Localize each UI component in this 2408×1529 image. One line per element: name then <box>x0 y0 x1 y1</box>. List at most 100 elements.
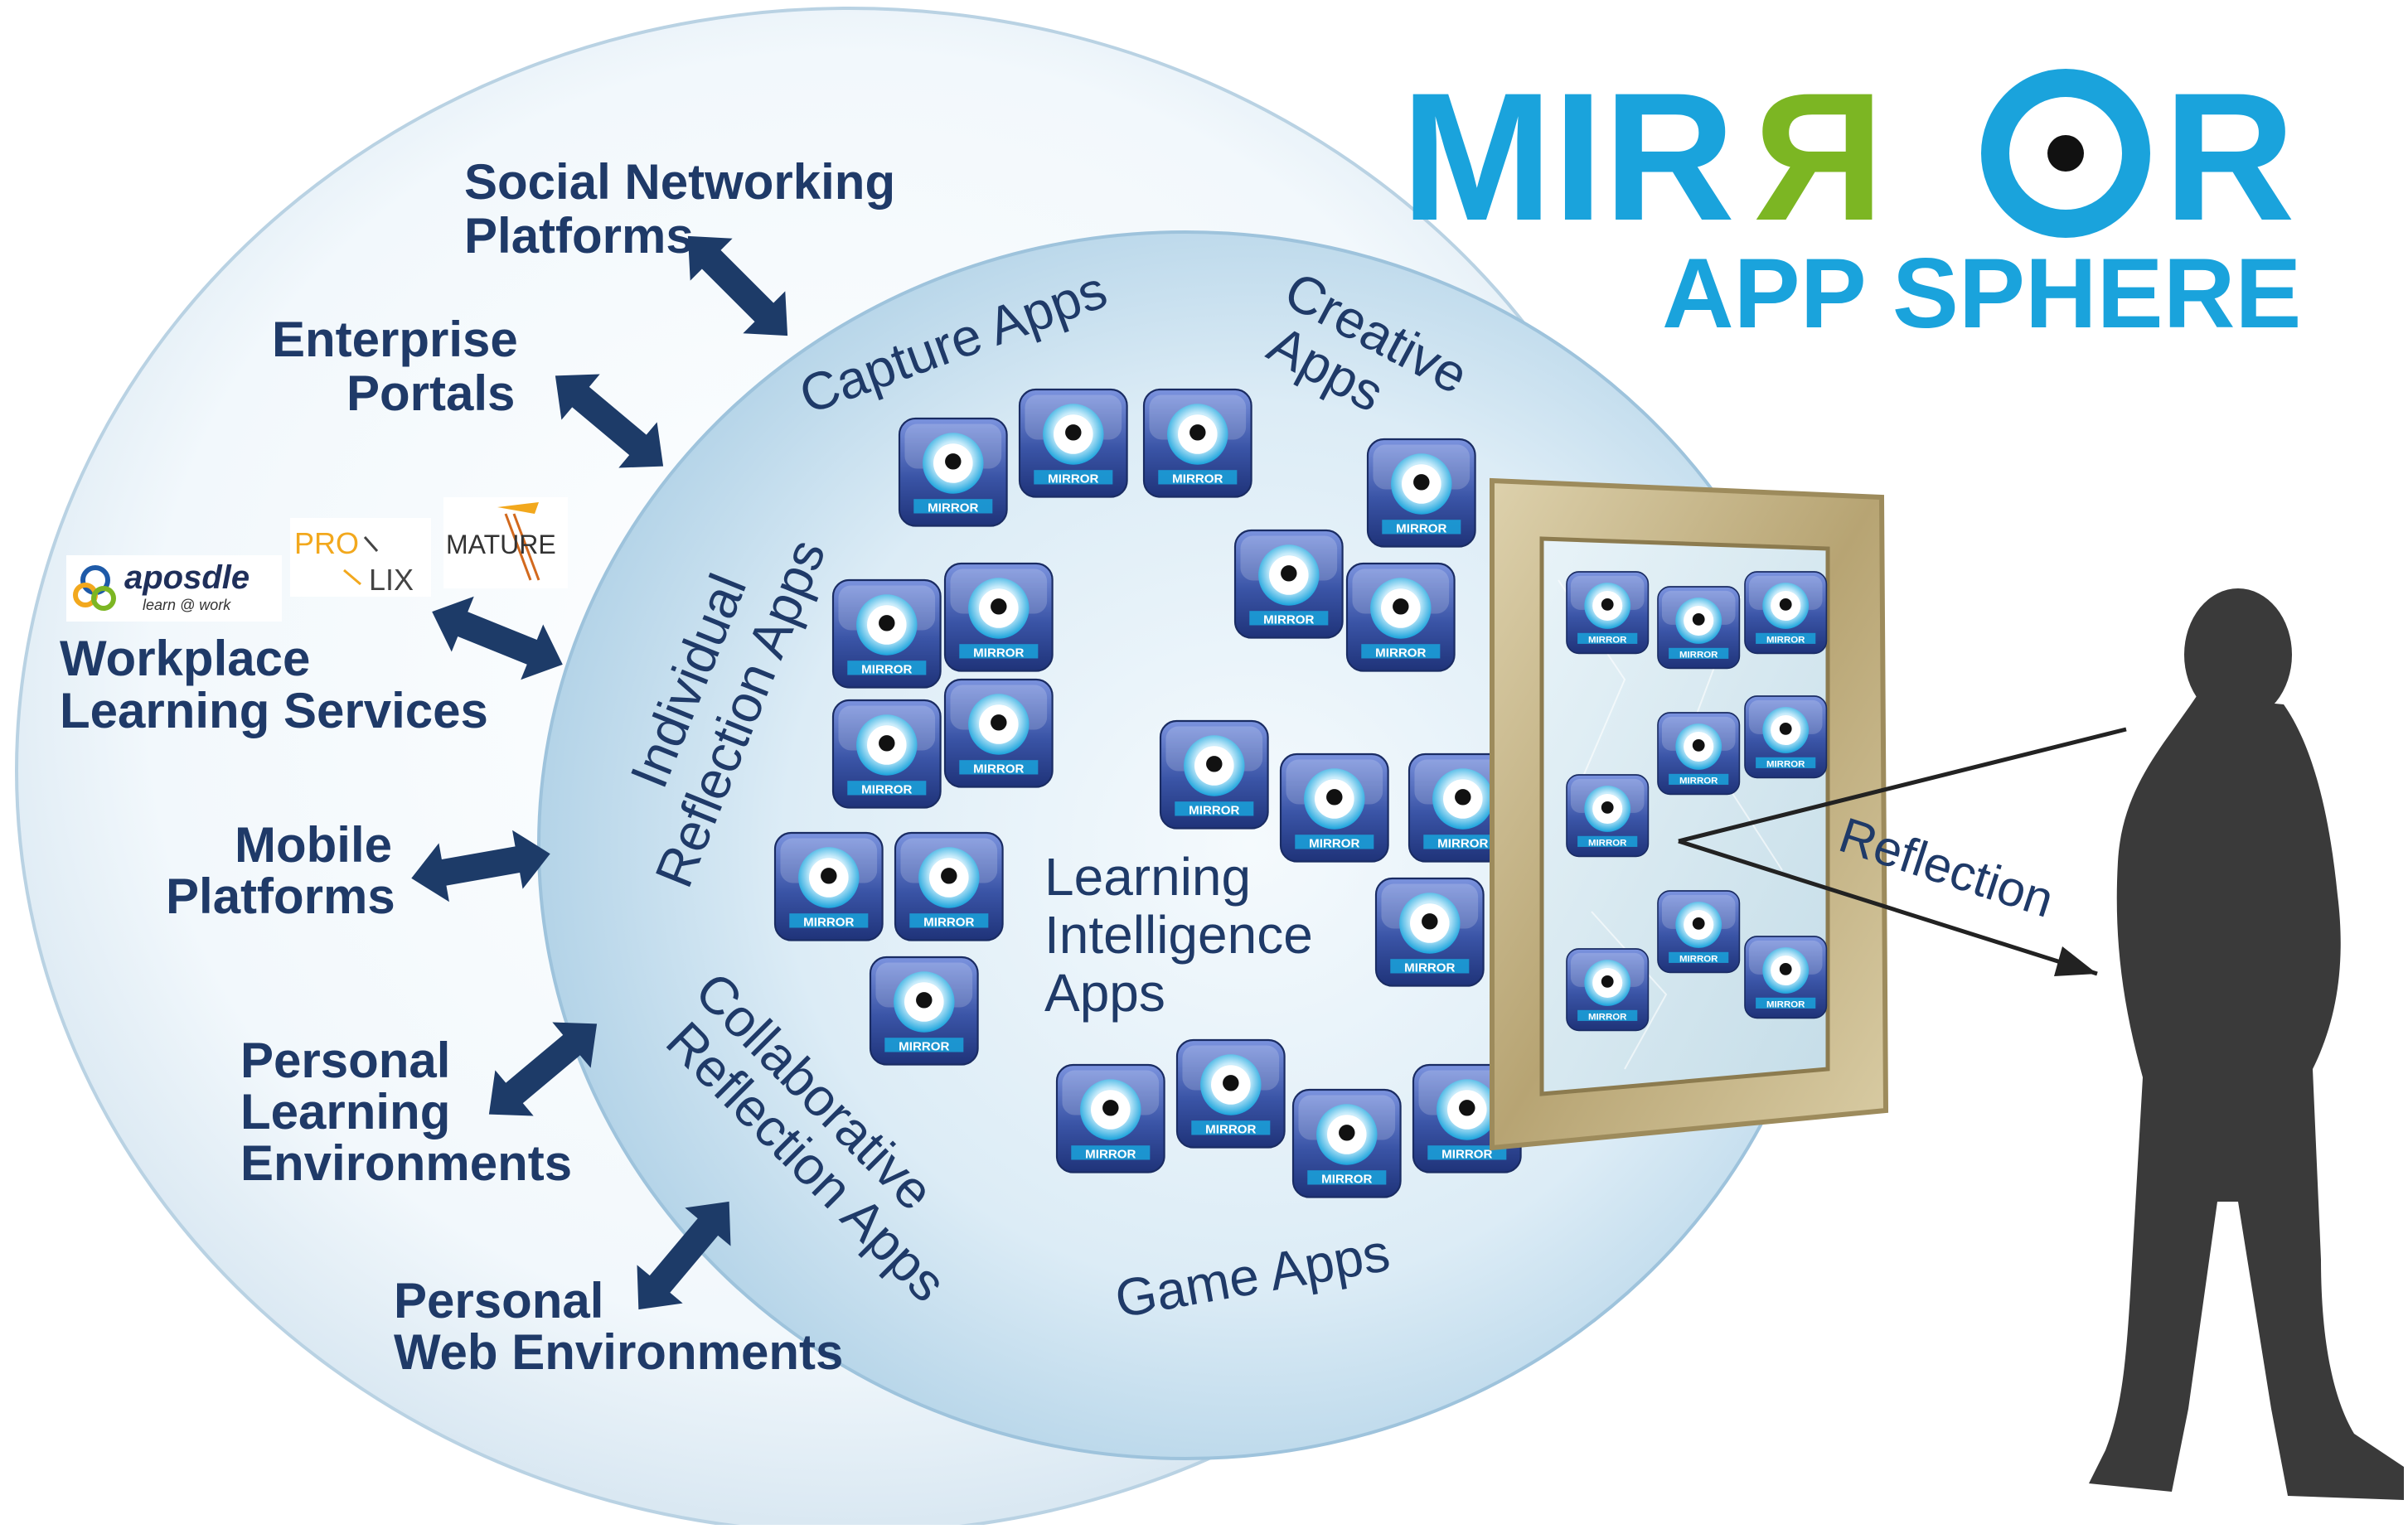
double-arrow-icon <box>637 1201 731 1310</box>
label-pwe-line1: Personal <box>394 1273 603 1328</box>
app-icon-label: MIRROR <box>1437 836 1488 850</box>
mirror-app-icon: MIRROR <box>1566 774 1650 858</box>
label-enterprise-line1: Enterprise <box>272 312 518 367</box>
label-social-networking-line1: Social Networking <box>464 154 895 210</box>
partner-logos: aposdle learn @ work PRO LIX MATURE <box>66 497 568 622</box>
mirror-app-icon: MIRROR <box>1233 529 1344 639</box>
mirror-app-icon: MIRROR <box>1366 438 1476 548</box>
app-icon-label: MIRROR <box>1679 650 1718 660</box>
mirror-frame: MIRROR MIRROR MIRROR MIRROR MIRROR MIRROR MIRR… <box>1490 477 1889 1151</box>
mirror-app-icon: MIRROR <box>1345 562 1456 672</box>
app-icon-label: MIRROR <box>1309 836 1359 850</box>
app-icon-label: MIRROR <box>973 762 1024 776</box>
connection-arrows <box>411 235 788 1310</box>
app-icon-label: MIRROR <box>803 915 854 929</box>
reflection-arrowhead-icon <box>2054 946 2097 976</box>
app-icon-label: MIRROR <box>1766 759 1805 769</box>
mirror-app-icon: MIRROR <box>1657 586 1741 670</box>
double-arrow-icon <box>687 235 788 336</box>
app-icon-label: MIRROR <box>861 662 912 676</box>
app-icon-label: MIRROR <box>1048 472 1098 486</box>
mirror-app-icon: MIRROR <box>898 417 1008 527</box>
app-icon-label: MIRROR <box>1172 472 1223 486</box>
mature-logo: MATURE <box>443 497 568 588</box>
app-icon-label: MIRROR <box>1766 999 1805 1009</box>
app-icon-label: MIRROR <box>1588 635 1627 645</box>
label-mobile-line1: Mobile <box>235 817 392 873</box>
app-icon-label: MIRROR <box>1588 838 1627 848</box>
mirror-app-icon: MIRROR <box>1142 388 1252 498</box>
app-icon-label: MIRROR <box>1321 1172 1372 1186</box>
double-arrow-icon <box>555 374 664 468</box>
app-icons-in-mirror: MIRROR MIRROR MIRROR MIRROR MIRROR MIRROR MIRR… <box>1566 571 1828 1032</box>
mirror-app-icon: MIRROR <box>831 699 942 809</box>
app-icons-inner-sphere: MIRROR MIRROR MIRROR MIRROR MIRROR MIRROR MIRR… <box>773 388 1522 1198</box>
app-icon-label: MIRROR <box>899 1039 949 1053</box>
mirror-app-icon: MIRROR <box>1279 752 1389 863</box>
person-silhouette-icon <box>2089 588 2404 1500</box>
prolix-logo-bottom: LIX <box>369 563 414 597</box>
mirror-app-icon: MIRROR <box>1744 571 1828 655</box>
mirror-app-icon: MIRROR <box>1566 948 1650 1032</box>
mirror-app-icon: MIRROR <box>1018 388 1128 498</box>
app-icon-label: MIRROR <box>1404 960 1455 975</box>
aposdle-logo-tagline: learn @ work <box>143 597 231 613</box>
app-icon-label: MIRROR <box>1679 776 1718 786</box>
mirror-app-icon: MIRROR <box>1657 890 1741 974</box>
mirror-app-icon: MIRROR <box>1291 1088 1402 1198</box>
app-icon-label: MIRROR <box>1396 521 1446 535</box>
app-icon-label: MIRROR <box>1085 1147 1136 1161</box>
mirror-app-icon: MIRROR <box>1744 936 1828 1019</box>
mirror-app-icon: MIRROR <box>831 578 942 689</box>
title-part-r: R <box>2163 55 2295 259</box>
prolix-logo: PRO LIX <box>290 518 431 597</box>
label-workplace-line2: Learning Services <box>60 683 488 738</box>
title-part-mir: MIR <box>1401 55 1735 259</box>
label-social-networking-line2: Platforms <box>464 208 694 264</box>
prolix-logo-top: PRO <box>294 526 359 560</box>
aposdle-logo-icon <box>73 565 116 611</box>
mirror-app-icon: MIRROR <box>1374 877 1485 987</box>
category-learning-line2: Intelligence <box>1044 905 1313 965</box>
app-icon-label: MIRROR <box>1189 803 1239 817</box>
label-mobile-line2: Platforms <box>166 869 395 924</box>
title-eye-o-icon <box>1981 69 2150 238</box>
label-workplace-line1: Workplace <box>60 631 310 686</box>
category-learning-line3: Apps <box>1044 963 1165 1023</box>
mirror-app-icon: MIRROR <box>1657 712 1741 796</box>
app-icon-label: MIRROR <box>928 501 978 515</box>
label-ple-line1: Personal <box>240 1033 450 1088</box>
app-icon-label: MIRROR <box>861 782 912 796</box>
label-ple-line3: Environments <box>240 1135 572 1191</box>
brand-subtitle: APP SPHERE <box>1662 238 2301 349</box>
app-icon-label: MIRROR <box>1263 612 1314 627</box>
double-arrow-icon <box>411 830 550 902</box>
reflection-arrows <box>1678 727 2127 976</box>
label-enterprise-line2: Portals <box>346 365 515 421</box>
mirror-app-icon: MIRROR <box>1744 695 1828 779</box>
app-icon-label: MIRROR <box>1588 1012 1627 1022</box>
mirror-app-icon: MIRROR <box>869 956 979 1066</box>
app-icon-label: MIRROR <box>1766 635 1805 645</box>
mirror-app-icon: MIRROR <box>1175 1038 1286 1149</box>
mirror-app-icon: MIRROR <box>1055 1063 1165 1173</box>
category-learning-line1: Learning <box>1044 847 1251 907</box>
mirror-app-icon: MIRROR <box>943 562 1054 672</box>
mirror-app-icon: MIRROR <box>1159 719 1269 830</box>
mirror-app-icon: MIRROR <box>943 678 1054 788</box>
mirror-app-icon: MIRROR <box>1412 1063 1522 1173</box>
label-pwe-line2: Web Environments <box>394 1324 843 1380</box>
app-icon-label: MIRROR <box>1375 646 1426 660</box>
double-arrow-icon <box>432 596 563 680</box>
app-icon-label: MIRROR <box>923 915 974 929</box>
double-arrow-icon <box>488 1022 598 1116</box>
aposdle-logo-text: aposdle <box>124 559 250 596</box>
app-icon-label: MIRROR <box>973 646 1024 660</box>
brand-title: MIR Я R APP SPHERE <box>1401 55 2301 349</box>
app-icon-label: MIRROR <box>1441 1147 1492 1161</box>
app-icon-label: MIRROR <box>1205 1122 1256 1136</box>
title-part-reversed-r: Я <box>1753 55 1884 259</box>
mirror-app-icon: MIRROR <box>1407 752 1518 863</box>
